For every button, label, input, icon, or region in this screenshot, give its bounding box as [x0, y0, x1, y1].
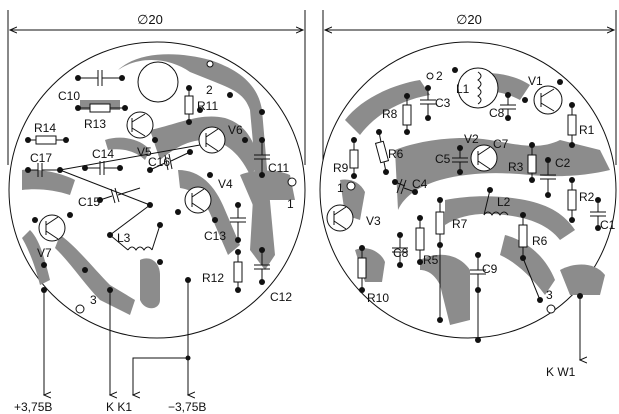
- label-r6b: R6: [532, 234, 548, 248]
- label-c9: C9: [482, 262, 498, 276]
- label-r14: R14: [34, 121, 56, 135]
- label-v1: V1: [528, 74, 543, 88]
- label-r1: R1: [579, 123, 595, 137]
- label-l3: L3: [117, 231, 131, 245]
- label-r5: R5: [423, 253, 439, 267]
- left-hole-2: [206, 60, 214, 68]
- terminal-minus: −3,75B: [168, 400, 206, 414]
- right-board: ∅20: [319, 10, 617, 379]
- label-c12: C12: [270, 290, 292, 304]
- label-c14: C14: [92, 147, 114, 161]
- right-hole-2: [426, 72, 434, 80]
- label-c4: C4: [412, 177, 428, 191]
- label-c8b: C8: [393, 246, 409, 260]
- left-hole-1: [287, 177, 297, 187]
- right-diameter-label: ∅20: [456, 12, 482, 27]
- label-c8a: C8: [489, 106, 505, 120]
- label-c15: C15: [78, 195, 100, 209]
- right-components: [326, 67, 606, 340]
- label-c3: C3: [435, 96, 451, 110]
- label-n1-right: 1: [337, 181, 344, 195]
- label-r2: R2: [579, 190, 595, 204]
- label-v4: V4: [218, 177, 233, 191]
- label-c5: C5: [435, 152, 451, 166]
- label-r13: R13: [84, 117, 106, 131]
- label-n2-left: 2: [206, 83, 213, 97]
- left-labels: C10 R13 R11 2 R14 V5 V6 C17 C14 C16 C11 …: [30, 83, 294, 307]
- label-c11: C11: [268, 161, 289, 175]
- label-l1: L1: [456, 82, 470, 96]
- label-v7: V7: [37, 246, 52, 260]
- label-v3: V3: [366, 214, 381, 228]
- right-pads: [351, 67, 601, 343]
- left-hole-3: [75, 304, 85, 314]
- label-n1-left: 1: [287, 197, 294, 211]
- label-r11: R11: [197, 99, 218, 113]
- right-dimension: ∅20: [322, 10, 617, 165]
- label-r12: R12: [202, 271, 224, 285]
- label-c2: C2: [555, 156, 571, 170]
- label-c16: C16: [148, 155, 170, 169]
- label-c13: C13: [204, 229, 226, 243]
- label-r3: R3: [508, 160, 524, 174]
- label-c17: C17: [30, 151, 52, 165]
- label-v6: V6: [228, 123, 243, 137]
- label-r8: R8: [382, 107, 398, 121]
- label-n3-right: 3: [546, 288, 553, 302]
- right-terminal-leads: K W1: [546, 296, 580, 379]
- left-mounting-hole: [137, 61, 179, 103]
- left-terminal-leads: +3,75B K K1 −3,75B: [14, 280, 206, 414]
- label-r6a: R6: [388, 147, 404, 161]
- label-l2: L2: [497, 195, 511, 209]
- terminal-kk1: K K1: [106, 400, 132, 414]
- left-diameter-label: ∅20: [137, 12, 163, 27]
- left-board: ∅20: [7, 10, 306, 414]
- label-c7: C7: [493, 137, 509, 151]
- label-v2: V2: [464, 132, 479, 146]
- label-r10: R10: [367, 291, 389, 305]
- left-dimension: ∅20: [7, 10, 306, 165]
- right-labels: 2 L1 V1 C3 C8 R8 C7 R1 V2 R6 C5 R3 C2 R9…: [333, 69, 616, 305]
- right-hole-3: [546, 304, 556, 314]
- right-copper-traces: [340, 73, 610, 325]
- left-components: [28, 70, 270, 290]
- label-r7: R7: [452, 217, 468, 231]
- label-n2-right: 2: [436, 69, 443, 83]
- label-n3-left: 3: [90, 293, 97, 307]
- label-r9: R9: [333, 161, 349, 175]
- label-c10: C10: [58, 89, 80, 103]
- terminal-kw1: K W1: [546, 365, 576, 379]
- label-v5: V5: [137, 145, 152, 159]
- right-hole-1: [346, 181, 356, 191]
- terminal-plus: +3,75B: [14, 400, 52, 414]
- label-c1: C1: [600, 218, 616, 232]
